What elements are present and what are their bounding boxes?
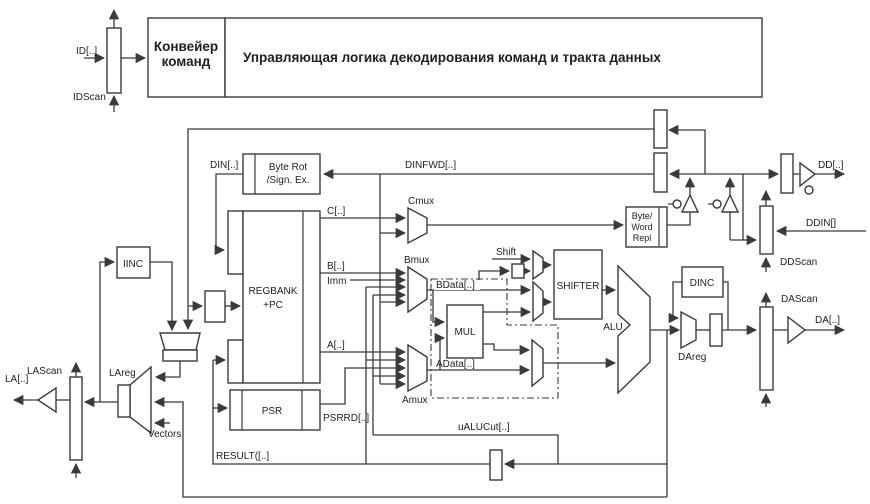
a-bus-label: A[..] bbox=[327, 340, 345, 351]
psr-box bbox=[229, 389, 321, 431]
shifter-box bbox=[553, 249, 603, 320]
regbank-box bbox=[242, 210, 321, 384]
blocks bbox=[36, 17, 817, 481]
address-mux bbox=[159, 332, 201, 351]
iinc-label: IINC bbox=[123, 259, 143, 270]
shifter-input-mux bbox=[532, 280, 544, 323]
dd-bus-label: DD[..] bbox=[818, 160, 844, 171]
bmux-label: Bmux bbox=[404, 255, 430, 266]
shift-latch bbox=[511, 263, 525, 279]
alu-label: ALU bbox=[603, 322, 622, 333]
dareg-mux bbox=[680, 310, 697, 350]
mul-unit-boundary bbox=[430, 278, 559, 399]
b-bus-label: B[..] bbox=[327, 261, 345, 272]
write-data-tristate-1 bbox=[680, 193, 700, 213]
alu-shape bbox=[617, 264, 651, 395]
tristate-2-enable bbox=[712, 199, 722, 209]
control-logic-box bbox=[224, 17, 763, 98]
bdata-label: BData[..] bbox=[436, 280, 475, 291]
cmux-label: Cmux bbox=[408, 196, 434, 207]
lascan-register bbox=[69, 376, 83, 461]
shifter-label: SHIFTER bbox=[557, 281, 600, 292]
amux-label: Amux bbox=[402, 395, 428, 406]
instruction-pipeline-box bbox=[147, 17, 226, 98]
imm-label: Imm bbox=[327, 276, 346, 287]
shift-label: Shift bbox=[496, 247, 516, 258]
lareg-label: LAreg bbox=[109, 368, 136, 379]
address-mux-latch bbox=[162, 349, 198, 362]
amux bbox=[407, 343, 428, 393]
din-register-lower bbox=[653, 152, 668, 193]
psrrd-label: PSRRD[..] bbox=[323, 413, 369, 424]
dinfwd-label: DINFWD[..] bbox=[405, 160, 456, 171]
dd-buffer-enable bbox=[804, 185, 814, 195]
ddscan-register bbox=[759, 205, 774, 255]
regbank-label-2: +PC bbox=[263, 300, 283, 311]
dd-output-buffer bbox=[799, 161, 817, 188]
da-output-buffer bbox=[787, 315, 807, 345]
byte-word-label-1: Byte/ bbox=[632, 211, 653, 221]
din-register-upper bbox=[653, 109, 668, 149]
byte-word-label-3: Repl bbox=[633, 233, 652, 243]
psr-label: PSR bbox=[262, 406, 283, 417]
ddscan-label: DDScan bbox=[780, 257, 817, 268]
control-logic-title: Управляющая логика декодирования команд … bbox=[243, 50, 661, 65]
labels: ID[..] IDScan Конвейер команд Управляюща… bbox=[5, 39, 844, 462]
ualucut-label: uALUCut[..] bbox=[458, 422, 510, 433]
mul-label: MUL bbox=[454, 327, 476, 338]
shift-amount-mux bbox=[532, 249, 544, 281]
dinc-label: DINC bbox=[690, 278, 714, 289]
byte-rot-label-2: /Sign. Ex. bbox=[267, 175, 310, 186]
alu-input-mux bbox=[531, 338, 544, 388]
da-bus-label: DA[..] bbox=[815, 315, 840, 326]
lareg-register bbox=[117, 384, 131, 418]
result-register bbox=[489, 449, 503, 481]
vectors-label: Vectors bbox=[148, 429, 181, 440]
c-bus-label: C[..] bbox=[327, 206, 346, 217]
bdata-label-bg bbox=[434, 280, 480, 290]
dascan-label: DAScan bbox=[781, 294, 818, 305]
byte-rot-label-1: Byte Rot bbox=[269, 162, 308, 173]
dareg-register bbox=[709, 313, 723, 347]
id-scan-register bbox=[106, 27, 122, 94]
byte-word-repl-box bbox=[625, 206, 668, 248]
result-label: RESULT([..] bbox=[216, 451, 269, 462]
tristate-1-enable bbox=[672, 199, 682, 209]
iinc-box bbox=[116, 246, 151, 279]
dareg-label: DAreg bbox=[678, 352, 706, 363]
pipeline-title-line1: Конвейер bbox=[154, 39, 218, 54]
write-address-register bbox=[204, 290, 226, 323]
regbank-label-1: REGBANK bbox=[249, 286, 298, 297]
idscan-label: IDScan bbox=[73, 92, 106, 103]
mul-box bbox=[446, 304, 484, 359]
id-bus-label: ID[..] bbox=[76, 46, 97, 57]
cmux bbox=[407, 206, 428, 245]
la-bus-label: LA[..] bbox=[5, 374, 29, 385]
dd-register bbox=[780, 153, 794, 194]
regbank-write-port-upper bbox=[227, 210, 244, 275]
din-label: DIN[..] bbox=[210, 160, 239, 171]
ddin-label: DDIN[] bbox=[806, 218, 836, 229]
write-data-tristate-2 bbox=[720, 193, 740, 213]
dinc-box bbox=[681, 266, 724, 298]
byte-word-label-2: Word bbox=[631, 222, 652, 232]
dascan-register bbox=[759, 306, 774, 391]
byte-rot-box bbox=[242, 153, 321, 195]
pipeline-title-line2: команд bbox=[162, 54, 211, 69]
adata-label: AData[..] bbox=[436, 359, 475, 370]
lascan-label: LAScan bbox=[27, 366, 62, 377]
wires bbox=[12, 8, 866, 498]
regbank-write-port-lower bbox=[227, 339, 244, 384]
bmux bbox=[407, 265, 428, 314]
la-output-buffer bbox=[36, 386, 57, 414]
